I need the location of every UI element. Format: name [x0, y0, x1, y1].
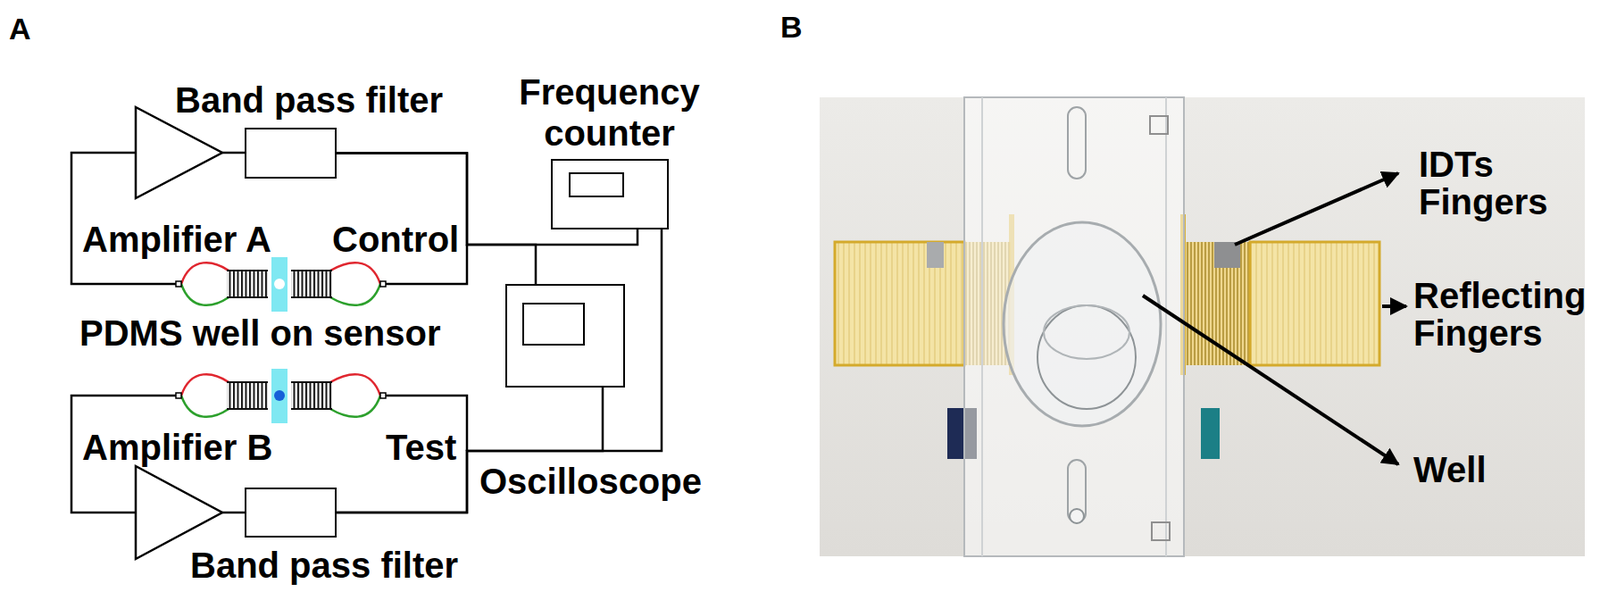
saw-sensor: [175, 257, 386, 312]
box-heading: Band pass filter: [190, 544, 459, 586]
counter-display: [569, 173, 624, 197]
callout-label: Reflecting Fingers: [1413, 276, 1592, 352]
control-loop: [71, 107, 467, 284]
filter-box: Band pass filter: [244, 487, 337, 538]
part-label: Amplifier A: [82, 218, 272, 260]
part-label: Amplifier B: [82, 426, 273, 468]
panel-letter: B: [780, 8, 803, 45]
panel-letter: A: [8, 10, 32, 47]
test-loop: [71, 395, 467, 559]
saw-sensor: [175, 368, 386, 424]
oscilloscope-box: Oscilloscope: [505, 283, 625, 388]
box-heading: Band pass filter: [175, 79, 443, 121]
wire: [222, 511, 245, 515]
part-label: PDMS well on sensor: [79, 312, 442, 354]
wire: [222, 151, 245, 155]
oscilloscope-screen: [523, 303, 584, 345]
counter-box: Frequency counter: [550, 158, 669, 230]
amplifier-symbol: [135, 466, 223, 559]
part-label: Test: [385, 426, 457, 468]
wire: [71, 152, 176, 284]
callout-label: Well: [1413, 449, 1487, 491]
amplifier-symbol: [135, 107, 223, 199]
signal-wire: [336, 153, 536, 285]
part-label: Control: [332, 218, 459, 260]
leader-arrow: [1142, 173, 1407, 465]
box-heading: Frequency counter: [493, 71, 726, 154]
box-heading: Oscilloscope: [479, 460, 702, 502]
filter-box: Band pass filter: [244, 127, 337, 179]
callout-label: IDTs Fingers: [1418, 145, 1598, 221]
